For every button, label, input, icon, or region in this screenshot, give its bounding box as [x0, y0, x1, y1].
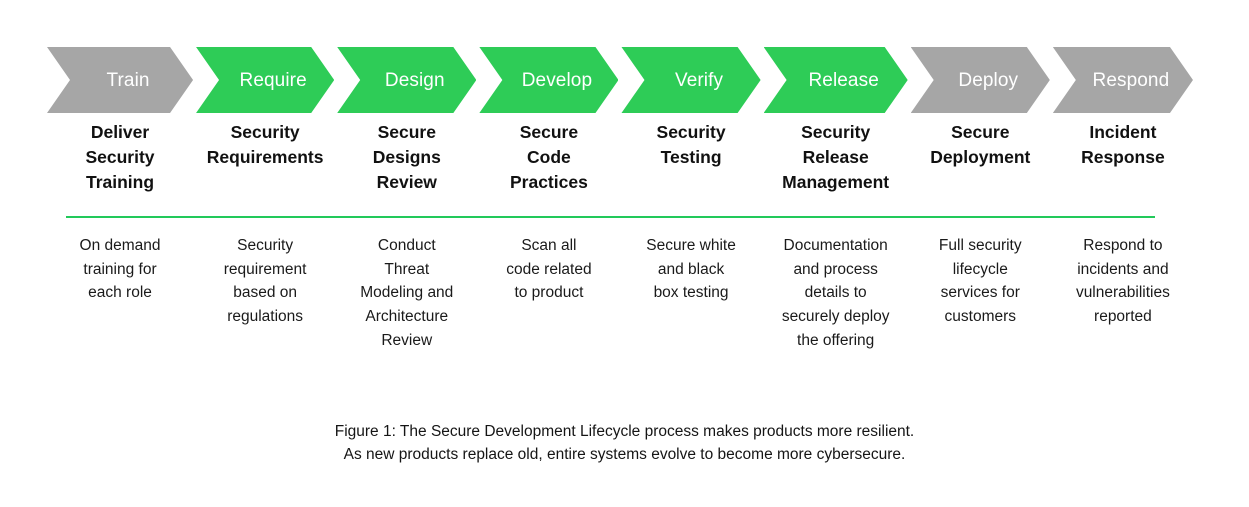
green-divider-line: [66, 216, 1155, 218]
stage-heading-develop: Secure Code Practices: [509, 122, 588, 193]
chevron-label-deploy: Deploy: [958, 69, 1019, 91]
stage-column-release: Security Release Management: [764, 120, 908, 195]
stage-heading-train: Deliver Security Training: [85, 122, 155, 193]
stage-column-train: Deliver Security Training: [47, 120, 193, 195]
chevron-stage-deploy[interactable]: Deploy: [911, 47, 1050, 113]
chevron-stage-respond[interactable]: Respond: [1053, 47, 1193, 113]
chevron-label-require: Require: [239, 69, 307, 91]
stage-heading-respond: Incident Response: [1081, 122, 1165, 168]
stage-description-cell-release: Documentation and process details to sec…: [764, 234, 908, 353]
chevron-label-verify: Verify: [674, 69, 724, 91]
stage-column-deploy: Secure Deployment: [911, 120, 1050, 170]
stage-description-design: Conduct Threat Modeling and Architecture…: [360, 237, 454, 349]
chevron-stage-train[interactable]: Train: [47, 47, 193, 113]
stage-description-develop: Scan all code related to product: [506, 237, 592, 302]
stage-description-verify: Secure white and black box testing: [646, 237, 736, 302]
stage-description-cell-train: On demand training for each role: [47, 234, 193, 305]
figure-caption-line-2: As new products replace old, entire syst…: [343, 446, 906, 464]
figure-caption: Figure 1: The Secure Development Lifecyc…: [0, 420, 1249, 467]
stage-description-deploy: Full security lifecycle services for cus…: [938, 237, 1022, 326]
stage-description-cell-require: Security requirement based on regulation…: [196, 234, 334, 329]
stage-description-cell-respond: Respond to incidents and vulnerabilities…: [1053, 234, 1193, 329]
stage-description-row: On demand training for each role Security…: [47, 234, 1193, 353]
stage-description-train: On demand training for each role: [79, 237, 161, 302]
stage-column-develop: Secure Code Practices: [479, 120, 618, 195]
chevron-stage-release[interactable]: Release: [764, 47, 908, 113]
stage-heading-deploy: Secure Deployment: [930, 122, 1031, 168]
stage-description-respond: Respond to incidents and vulnerabilities…: [1075, 237, 1170, 326]
stage-heading-design: Secure Designs Review: [372, 122, 441, 193]
stage-heading-verify: Security Testing: [656, 122, 726, 168]
stage-heading-release: Security Release Management: [782, 122, 890, 193]
stage-column-design: Secure Designs Review: [337, 120, 476, 195]
chevron-label-respond: Respond: [1092, 69, 1170, 91]
chevron-stage-require[interactable]: Require: [196, 47, 334, 113]
chevron-label-design: Design: [384, 69, 445, 91]
chevron-stage-design[interactable]: Design: [337, 47, 476, 113]
chevron-label-train: Train: [106, 69, 150, 91]
chevron-stage-verify[interactable]: Verify: [621, 47, 760, 113]
stage-heading-row: Deliver Security Training Security Requir…: [47, 120, 1193, 195]
stage-description-cell-deploy: Full security lifecycle services for cus…: [911, 234, 1050, 329]
stage-description-require: Security requirement based on regulation…: [223, 237, 307, 326]
stage-description-cell-develop: Scan all code related to product: [479, 234, 618, 305]
stage-description-release: Documentation and process details to sec…: [781, 237, 890, 349]
stage-column-require: Security Requirements: [196, 120, 334, 170]
chevron-stage-band: Train Require Design Develop Verify Release De…: [47, 47, 1193, 113]
stage-column-respond: Incident Response: [1053, 120, 1193, 170]
stage-heading-require: Security Requirements: [206, 122, 324, 168]
figure-caption-line-1: Figure 1: The Secure Development Lifecyc…: [334, 423, 915, 440]
stage-description-cell-design: Conduct Threat Modeling and Architecture…: [337, 234, 476, 353]
chevron-label-release: Release: [808, 69, 879, 91]
chevron-stage-develop[interactable]: Develop: [479, 47, 618, 113]
chevron-label-develop: Develop: [521, 69, 593, 91]
stage-description-cell-verify: Secure white and black box testing: [621, 234, 760, 305]
stage-column-verify: Security Testing: [621, 120, 760, 170]
